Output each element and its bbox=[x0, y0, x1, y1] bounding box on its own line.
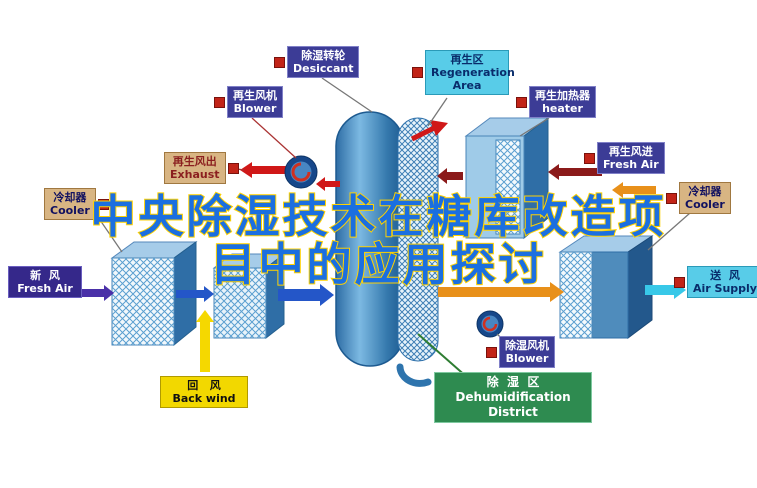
air-handler-unit-left-2 bbox=[212, 252, 286, 340]
arrow-regen-air-in-2 bbox=[612, 182, 656, 198]
label-dehum-district: 除 湿 区 Dehumidification District bbox=[434, 372, 592, 423]
marker-icon bbox=[227, 162, 239, 174]
marker-icon bbox=[486, 346, 497, 358]
arrow-fresh-air-in bbox=[82, 285, 114, 301]
marker-icon bbox=[666, 192, 677, 204]
page-title-line2: 目中的应用探讨 bbox=[209, 238, 547, 291]
marker-icon bbox=[516, 96, 527, 108]
regen-fan-icon bbox=[284, 155, 318, 189]
arrow-wheel-to-fan bbox=[316, 177, 340, 191]
marker-icon bbox=[214, 96, 225, 108]
page-title-line1: 中央除湿技术在糖库改造项 bbox=[89, 190, 667, 243]
arrow-process-air-2 bbox=[278, 284, 334, 306]
page-title: 中央除湿技术在糖库改造项 目中的应用探讨 bbox=[0, 190, 757, 291]
arrow-return-air-up bbox=[196, 310, 214, 372]
arrow-exhaust-out bbox=[240, 162, 292, 178]
air-handler-unit-heater bbox=[464, 117, 550, 240]
arrow-dry-air-out bbox=[438, 282, 564, 302]
arrow-process-air-1 bbox=[176, 286, 214, 302]
marker-icon bbox=[674, 276, 685, 288]
leader-lines bbox=[99, 77, 691, 379]
dehum-fan-icon bbox=[476, 310, 504, 338]
marker-icon bbox=[274, 56, 285, 68]
marker-icon bbox=[97, 198, 109, 210]
arrow-regeneration-sector bbox=[410, 120, 448, 142]
desiccant-wheel bbox=[335, 111, 439, 387]
air-handler-unit-left-1 bbox=[110, 241, 198, 347]
arrow-heater-to-wheel bbox=[437, 168, 463, 184]
arrow-regen-air-in-1 bbox=[548, 164, 602, 180]
air-handler-unit-supply bbox=[558, 235, 654, 339]
marker-icon bbox=[412, 67, 423, 78]
marker-icon bbox=[584, 152, 595, 164]
